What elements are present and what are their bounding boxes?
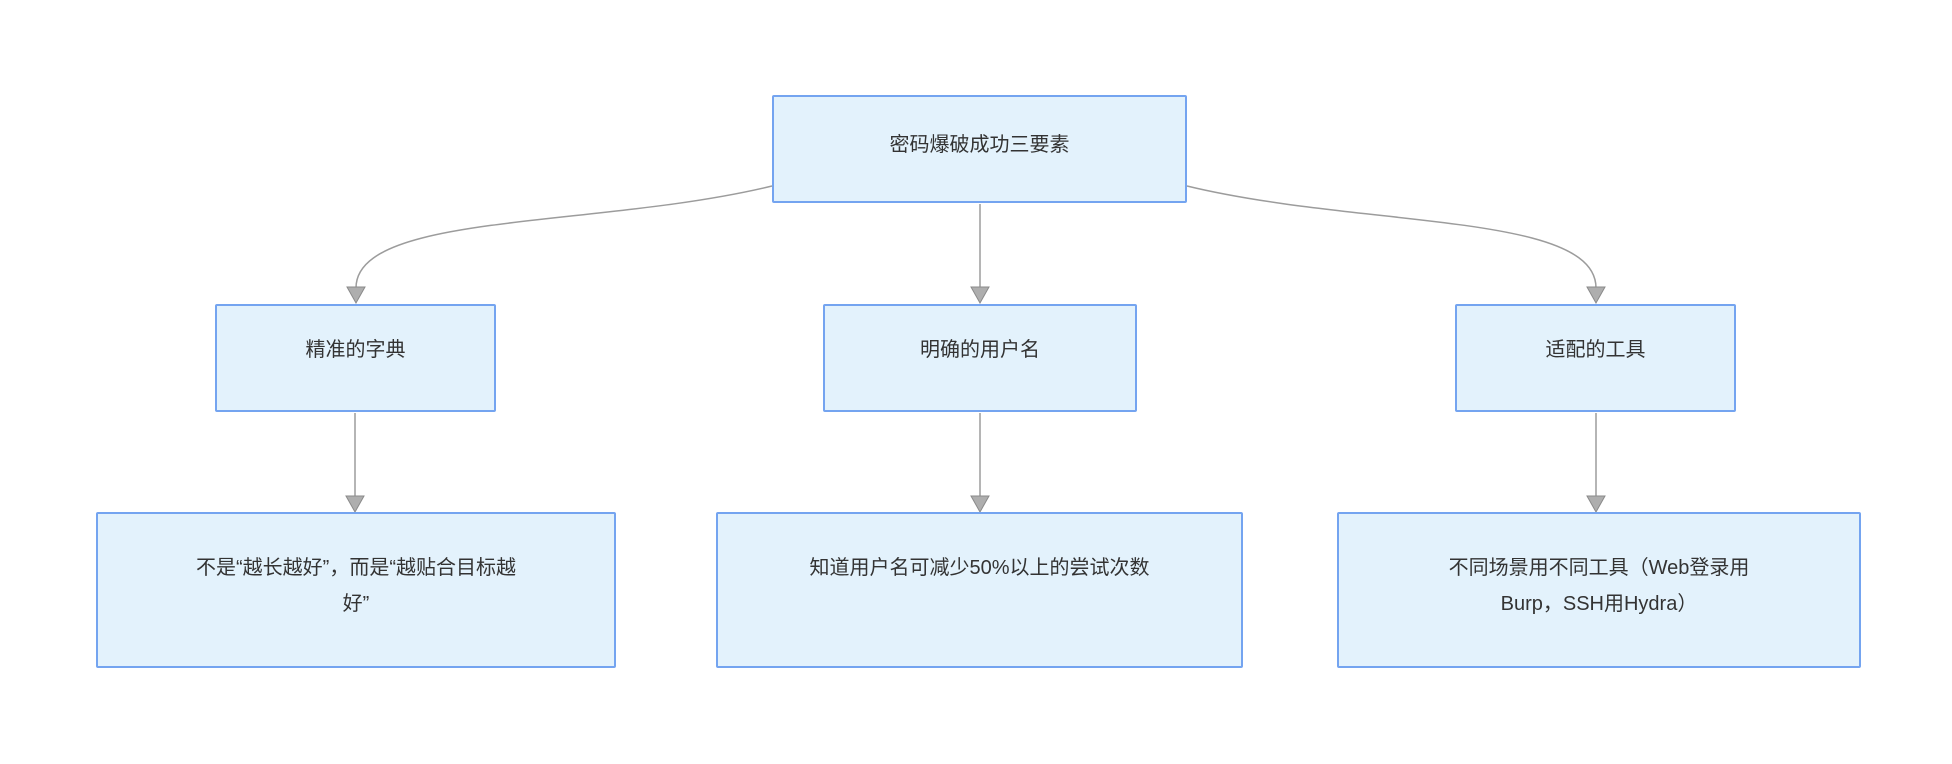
node-root-label: 密码爆破成功三要素 [889,134,1070,156]
edge-root-to-dictionary [355,185,773,289]
arrowhead-dictionary-icon [346,286,366,305]
node-tools: 适配的工具 [1455,304,1736,412]
node-dictionary: 精准的字典 [215,304,496,412]
edge-root-to-tools [1186,185,1597,289]
node-username-note-label: 知道用户名可减少50%以上的尝试次数 [809,557,1150,579]
node-dictionary-label: 精准的字典 [305,339,406,361]
node-username-label: 明确的用户名 [920,339,1040,361]
node-dictionary-note-label: 不是“越长越好”，而是“越贴合目标越 好” [196,557,516,615]
node-username-note: 知道用户名可减少50%以上的尝试次数 [716,512,1243,668]
node-root: 密码爆破成功三要素 [772,95,1187,203]
arrowhead-tools-note-icon [1586,495,1606,514]
arrowhead-username-icon [970,286,990,305]
node-tools-note: 不同场景用不同工具（Web登录用 Burp，SSH用Hydra） [1337,512,1861,668]
node-tools-note-label: 不同场景用不同工具（Web登录用 Burp，SSH用Hydra） [1448,557,1750,615]
node-dictionary-note: 不是“越长越好”，而是“越贴合目标越 好” [96,512,616,668]
arrowhead-tools-icon [1586,286,1606,305]
node-username: 明确的用户名 [823,304,1137,412]
arrowhead-username-note-icon [970,495,990,514]
node-tools-label: 适配的工具 [1545,339,1646,361]
arrowhead-dictionary-note-icon [345,495,365,514]
